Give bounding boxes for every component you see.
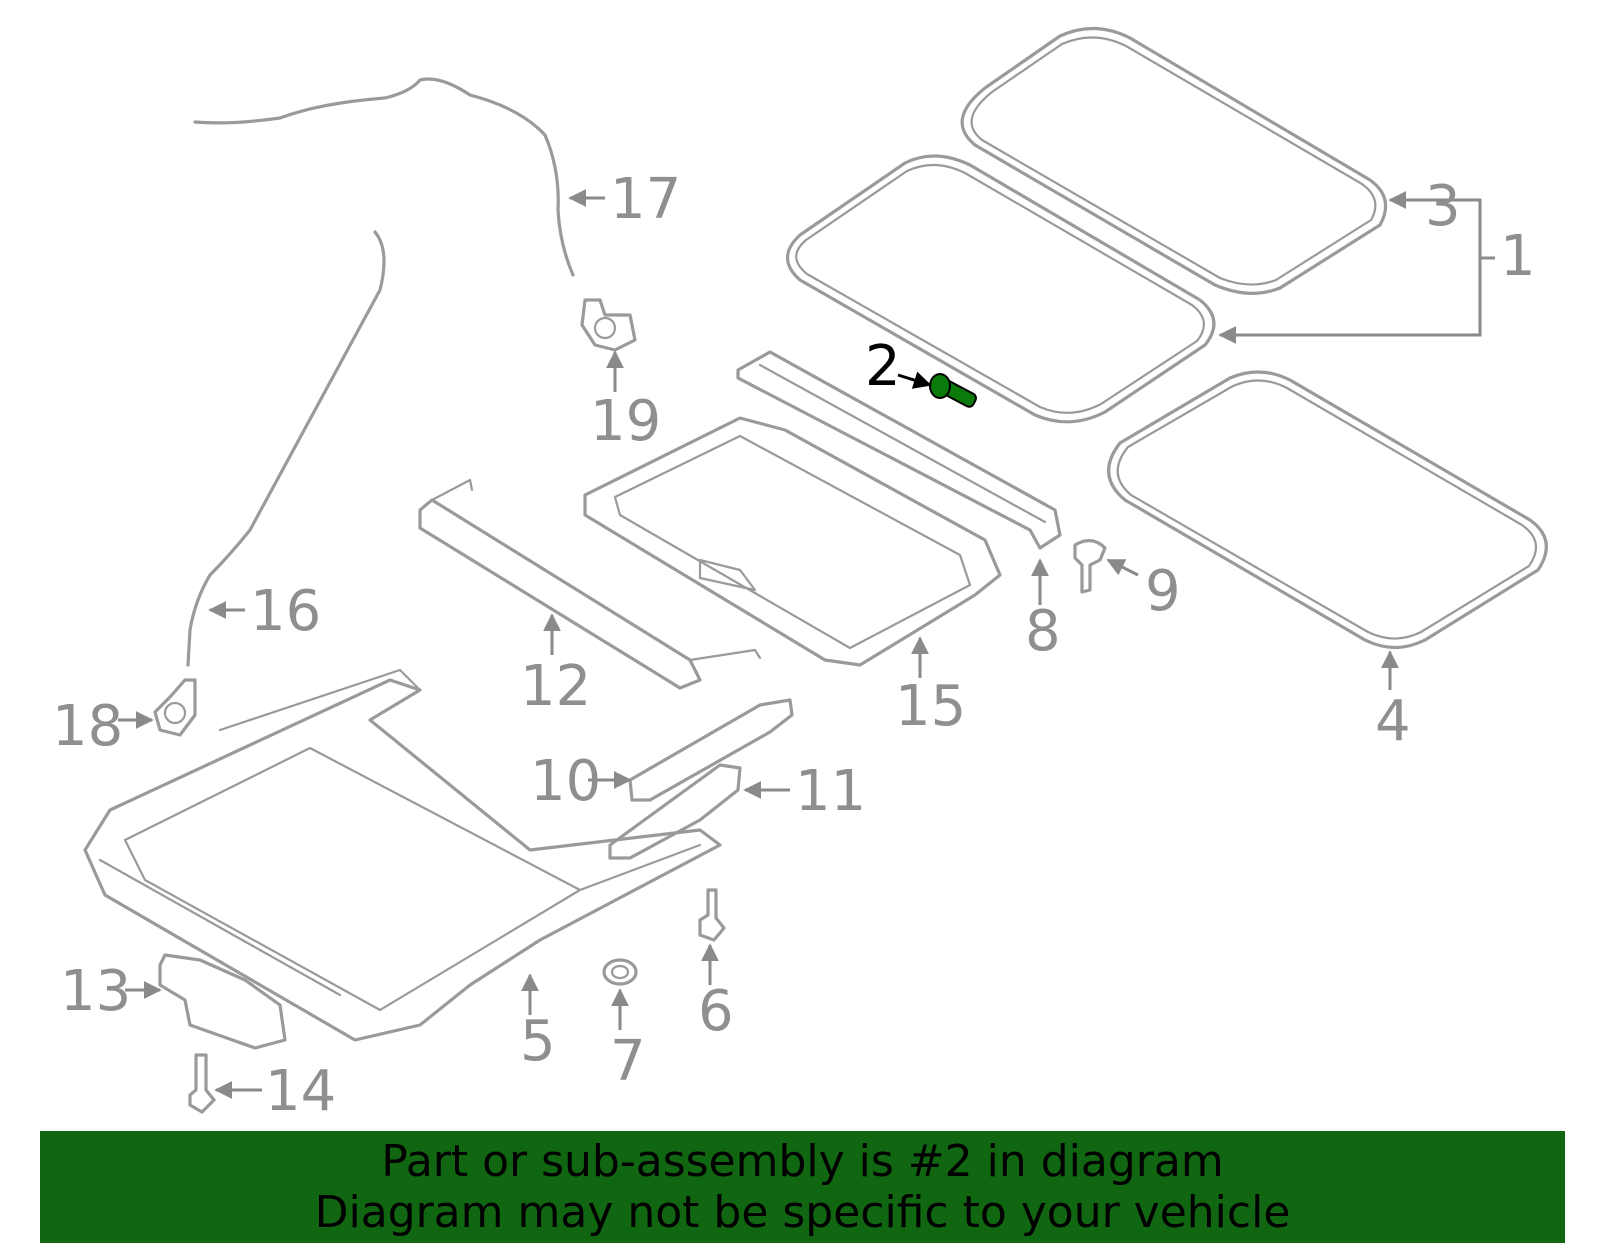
part-13-motor (158, 953, 287, 1050)
banner-line-2: Diagram may not be specific to your vehi… (314, 1187, 1291, 1238)
part-17-drain-hose (193, 77, 575, 277)
callout-11: 11 (795, 759, 866, 824)
callout-12: 12 (520, 654, 591, 719)
part-11-slide (608, 763, 742, 860)
part-14-bolt (188, 1053, 216, 1114)
part-5-main-frame (83, 668, 722, 1042)
part-4-seal (1107, 370, 1548, 650)
sunroof-parts-diagram: 3 1 2 4 5 6 7 8 9 10 11 12 13 14 15 16 1… (52, 26, 1548, 1124)
callout-3: 3 (1425, 174, 1461, 239)
part-10-slide (628, 698, 794, 802)
callout-18: 18 (52, 694, 123, 759)
callout-15: 15 (895, 674, 966, 739)
part-7-nut (602, 958, 638, 986)
callout-8: 8 (1025, 599, 1061, 664)
part-8-deflector (736, 350, 1062, 550)
callout-labels: 3 1 2 4 5 6 7 8 9 10 11 12 13 14 15 16 1… (52, 167, 1536, 1124)
callout-6: 6 (698, 979, 734, 1044)
info-banner: Part or sub-assembly is #2 in diagram Di… (40, 1131, 1565, 1243)
callout-17: 17 (610, 167, 681, 232)
part-19-connector (580, 298, 637, 352)
leader-lines (118, 189, 1495, 1099)
callout-19: 19 (590, 389, 661, 454)
callout-10: 10 (530, 749, 601, 814)
part-6-bolt (698, 888, 726, 942)
part-18-connector (153, 678, 197, 737)
callout-1: 1 (1500, 224, 1536, 289)
part-15-frame (583, 416, 1002, 667)
banner-line-1: Part or sub-assembly is #2 in diagram (381, 1136, 1224, 1187)
callout-2: 2 (865, 334, 901, 399)
part-16-drain-hose (186, 230, 386, 667)
part-12-sunshade (418, 478, 762, 690)
part-1-front-glass (785, 154, 1216, 424)
callout-5: 5 (520, 1009, 556, 1074)
callout-4: 4 (1375, 689, 1411, 754)
part-9-bolt (1073, 539, 1107, 594)
callout-7: 7 (610, 1029, 646, 1094)
callout-14: 14 (265, 1059, 336, 1124)
callout-16: 16 (250, 579, 321, 644)
part-3-rear-glass (960, 26, 1388, 295)
callout-13: 13 (60, 959, 131, 1024)
callout-9: 9 (1145, 559, 1181, 624)
